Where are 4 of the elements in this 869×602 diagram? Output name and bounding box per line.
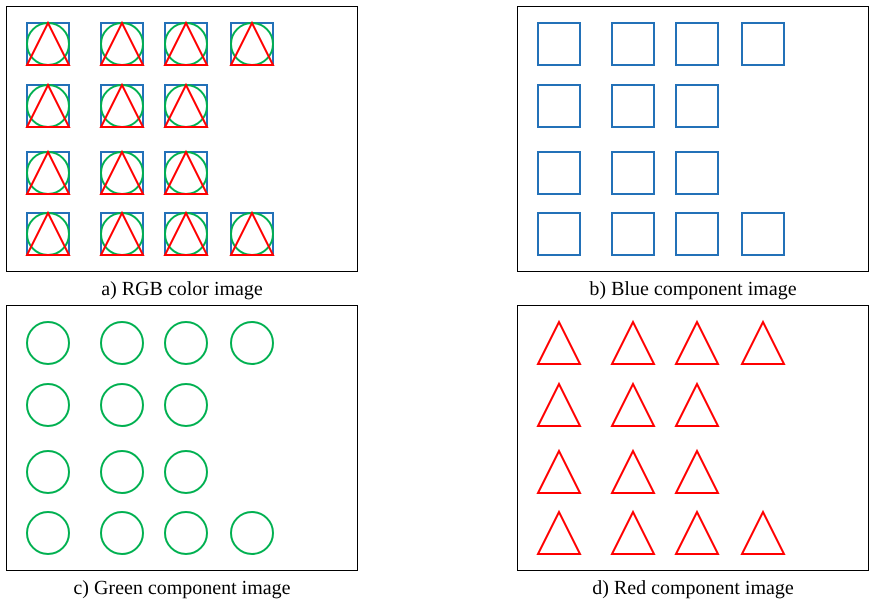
panel-caption: d) Red component image <box>591 576 795 601</box>
panel-caption: a) RGB color image <box>100 277 264 302</box>
panel-caption: c) Green component image <box>72 576 292 601</box>
panel-caption: b) Blue component image <box>588 277 798 302</box>
